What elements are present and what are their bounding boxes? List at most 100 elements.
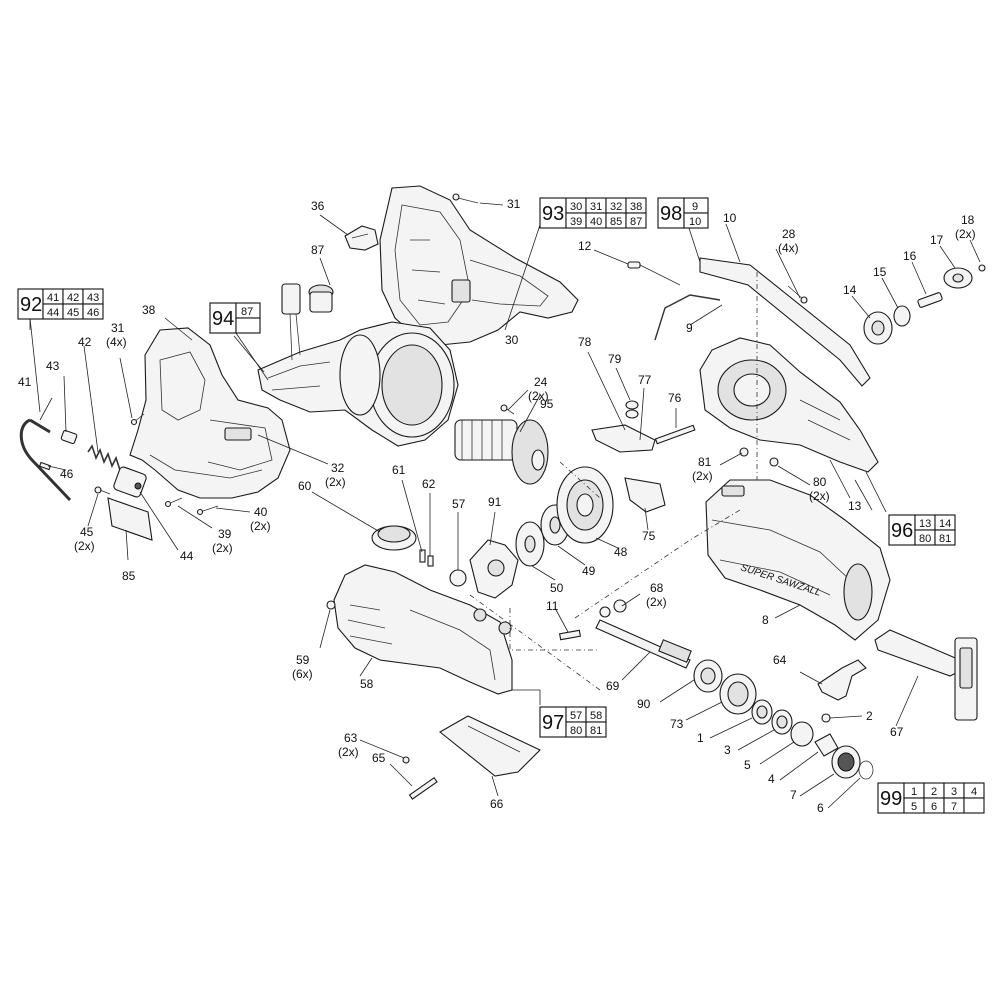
kit-94: 94 87 [209,302,261,334]
callout-80-qty: (2x) [809,489,830,503]
kit-96-item: 14 [939,518,951,530]
part-58-lower-case [333,564,513,695]
part-76-pin [654,424,696,445]
kit-92-item: 44 [47,307,59,319]
callout-46: 46 [60,467,74,481]
kit-96-number: 96 [891,520,913,542]
part-45-screw [94,486,111,495]
part-9-wire [654,294,721,341]
part-31-screws-left [130,413,145,426]
part-5-sleeve [790,721,814,747]
callout-76: 76 [668,391,682,405]
callout-61: 61 [392,463,406,477]
callout-58: 58 [360,677,374,691]
part-78-bracket [591,424,656,453]
part-61-pin [419,549,426,563]
callout-4: 4 [768,772,775,786]
callout-14: 14 [843,283,857,297]
part-24-screws [500,404,515,415]
part-17-plate [943,267,973,289]
callout-31-top: 31 [507,197,521,211]
kit-97-item: 57 [570,710,582,722]
callout-81: 81 [698,455,712,469]
kit-99-item: 7 [951,801,957,813]
kit-92: 92 41 42 43 44 45 46 [17,288,104,320]
kit-92-item: 42 [67,292,79,304]
callout-65: 65 [372,751,386,765]
part-64-lever [817,659,867,701]
part-65-pin [408,776,438,800]
kit-99-item: 1 [911,786,917,798]
part-40-screw [196,505,219,516]
callout-32: 32 [331,461,345,475]
part-13-gear-case [699,337,879,473]
part-39-screw [164,497,183,508]
kit-98-item: 10 [689,216,701,228]
callout-63: 63 [344,731,358,745]
kit-96-item: 13 [919,518,931,530]
kit-93-item: 40 [590,216,602,228]
kit-96: 96 13 14 80 81 [888,514,956,546]
kit-94-number: 94 [212,308,234,330]
part-1-washer [751,699,773,725]
part-63-screw [402,756,410,764]
callout-32-qty: (2x) [325,475,346,489]
callout-28-qty: (4x) [778,241,799,255]
part-81-screw [739,447,749,457]
callout-45-qty: (2x) [74,539,95,553]
kit-99: 99 1 2 3 4 5 6 7 [877,782,985,814]
part-91-counterweight [469,539,519,599]
kit-98-number: 98 [660,203,682,225]
kit-93-item: 31 [590,201,602,213]
callout-10: 10 [723,211,737,225]
callout-79: 79 [608,352,622,366]
callout-labels: 1 2 3 4 5 6 7 8 9 10 11 12 13 14 15 16 1… [18,197,976,815]
callout-40: 40 [254,505,268,519]
part-62-pin [427,555,434,567]
part-38-handle-housing [129,327,291,499]
part-95-armature [454,419,549,485]
callout-69: 69 [606,679,620,693]
callout-44: 44 [180,549,194,563]
callout-24: 24 [534,375,548,389]
part-73-seal [719,673,757,715]
kit-98-item: 9 [692,201,698,213]
kit-97: 97 57 58 80 81 [539,706,607,738]
kit-92-item: 46 [87,307,99,319]
callout-68-qty: (2x) [646,595,667,609]
callout-68: 68 [650,581,664,595]
kit-92-item: 41 [47,292,59,304]
kit-92-number: 92 [20,294,42,316]
callout-16: 16 [903,249,917,263]
part-75-bracket [624,477,666,513]
callout-75: 75 [642,529,656,543]
kit-93-number: 93 [542,203,564,225]
callout-18: 18 [961,213,975,227]
callout-87: 87 [311,243,325,257]
callout-2: 2 [866,709,873,723]
callout-6: 6 [817,801,824,815]
callout-38: 38 [142,303,156,317]
callout-17: 17 [930,233,944,247]
callout-3: 3 [724,743,731,757]
callout-59-qty: (6x) [292,667,313,681]
callout-59: 59 [296,653,310,667]
part-8-front-housing: SUPER SAWZALL [705,479,891,641]
part-66-plate [439,715,541,777]
callout-12: 12 [578,239,592,253]
part-50-washer [515,521,545,567]
part-85-label [107,497,153,541]
kit-97-item: 58 [590,710,602,722]
part-4-cam [814,733,839,757]
part-48-gear [556,466,614,544]
kit-93-item: 39 [570,216,582,228]
kit-93-item: 85 [610,216,622,228]
part-43-bushing [60,429,78,445]
part-30-housing [379,185,579,346]
part-41-wire [19,418,72,502]
kit-93: 93 30 31 32 38 39 40 85 87 [539,197,647,229]
part-69-spindle [595,619,692,669]
kit-96-item: 80 [919,533,931,545]
part-90-bearing [693,659,723,693]
callout-8: 8 [762,613,769,627]
